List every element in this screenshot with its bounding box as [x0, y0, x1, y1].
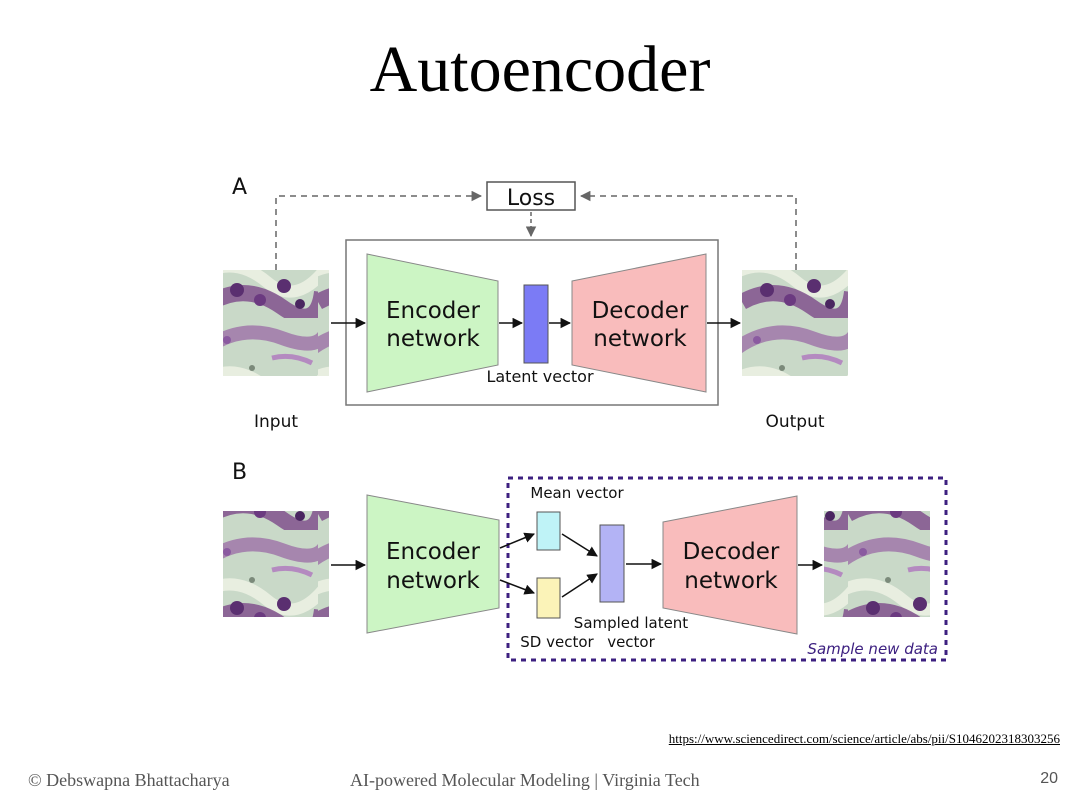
encoder-network-b: [366, 494, 500, 634]
decoder-b-label-1: Decoder: [683, 539, 780, 565]
mean-vector: [536, 511, 561, 551]
latent-vector-label: Latent vector: [486, 367, 594, 386]
decoder-b-label-2: network: [684, 568, 778, 594]
encoder-b-label-1: Encoder: [386, 539, 481, 565]
slide-title: Autoencoder: [369, 33, 711, 106]
input-image-a: [223, 270, 329, 376]
footer-author: © Debswapna Bhattacharya: [28, 770, 230, 790]
arrow-encoder-mean: [499, 532, 535, 549]
decoder-network-a: [571, 253, 707, 393]
sampled-latent-label-1: Sampled latent: [574, 614, 689, 632]
panel-b-label: B: [232, 460, 247, 485]
decoder-a-label-1: Decoder: [592, 298, 689, 324]
encoder-a-label-2: network: [386, 326, 480, 352]
arrow-mean-sampled: [561, 533, 598, 557]
encoder-a-label-1: Encoder: [386, 298, 481, 324]
footer-course: AI-powered Molecular Modeling | Virginia…: [350, 770, 700, 790]
decoder-network-b: [662, 495, 798, 635]
loss-label: Loss: [507, 186, 555, 211]
arrow-encoder-sd: [499, 579, 535, 595]
sd-vector: [536, 577, 561, 619]
sampled-latent-label-2: vector: [607, 633, 655, 651]
arrow-sd-sampled: [561, 573, 598, 598]
input-label: Input: [254, 412, 298, 432]
sampled-latent-vector: [599, 524, 625, 603]
encoder-network-a: [366, 253, 499, 393]
page-number: 20: [1040, 770, 1058, 787]
mean-vector-label: Mean vector: [530, 484, 624, 502]
source-link[interactable]: https://www.sciencedirect.com/science/ar…: [668, 731, 1060, 746]
loss-box: [486, 181, 576, 211]
loss-arrow-output: [579, 190, 797, 270]
encoder-b-label-2: network: [386, 568, 480, 594]
input-image-b: [223, 511, 329, 617]
panel-a-label: A: [232, 175, 247, 200]
sample-new-data-label: Sample new data: [807, 640, 938, 658]
decoder-a-label-2: network: [593, 326, 687, 352]
output-label: Output: [765, 412, 824, 432]
output-image-b: [824, 511, 930, 617]
loss-arrow-input: [275, 190, 483, 270]
output-image-a: [742, 270, 848, 376]
sd-vector-label: SD vector: [520, 633, 594, 651]
latent-vector-a: [523, 284, 549, 364]
